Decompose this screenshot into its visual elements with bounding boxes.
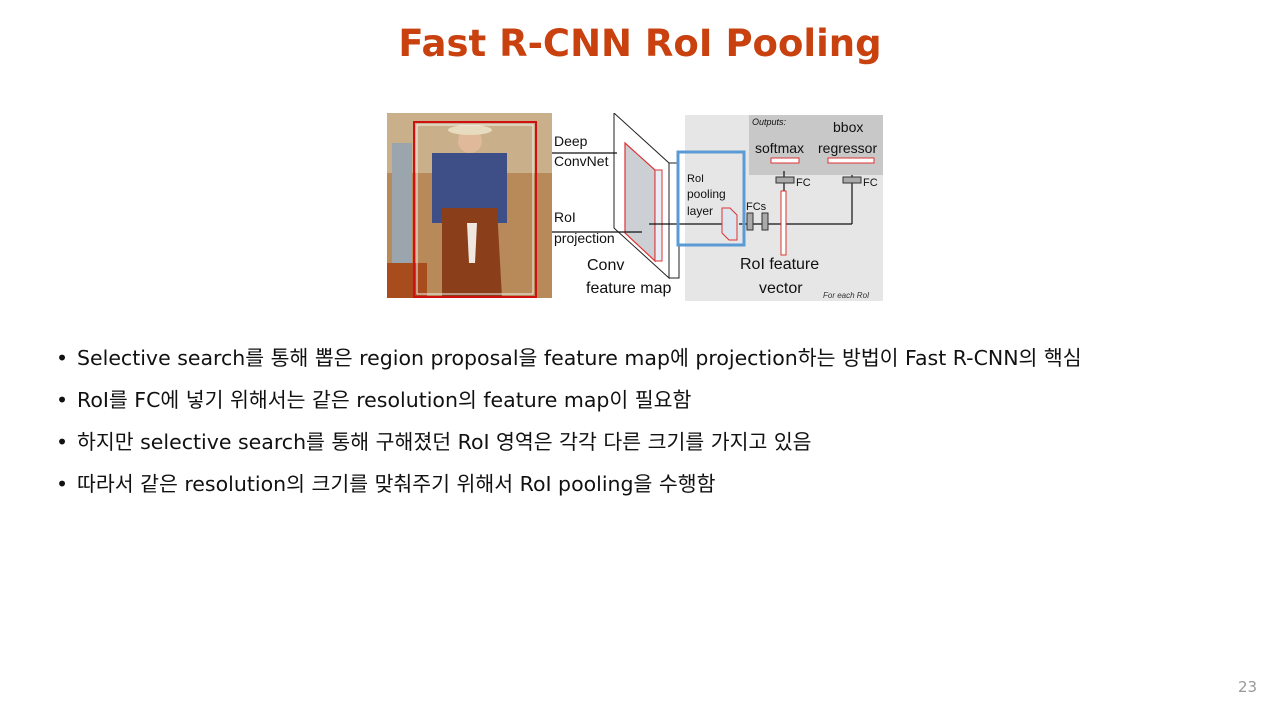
label-bbox: bbox	[833, 119, 863, 135]
label-layer: layer	[687, 204, 713, 218]
bbox-output	[827, 157, 875, 164]
fc-layer	[761, 212, 769, 231]
fc-layer	[746, 212, 754, 231]
label-roi-feature: RoI feature	[740, 256, 819, 273]
fc-softmax	[775, 176, 795, 184]
bullet-item: • RoI를 FC에 넣기 위해서는 같은 resolution의 feature…	[52, 382, 1082, 424]
bullet-dot: •	[56, 430, 69, 454]
fc-bbox	[842, 176, 862, 184]
label-feature-map: feature map	[586, 280, 671, 297]
label-pooling: pooling	[687, 187, 726, 201]
roi-feature-vector	[780, 190, 787, 256]
label-fc: FC	[796, 177, 811, 189]
bullet-text: 하지만 selective search를 통해 구해졌던 RoI 영역은 각각…	[77, 430, 812, 454]
bullet-item: • 따라서 같은 resolution의 크기를 맞춰주기 위해서 RoI poo…	[52, 466, 1082, 508]
label-fcs: FCs	[746, 201, 767, 213]
pooled-feature	[721, 207, 738, 241]
label-fc: FC	[863, 177, 878, 189]
bullet-text: Selective search를 통해 뽑은 region proposal을…	[77, 346, 1082, 370]
label-outputs: Outputs:	[752, 117, 787, 127]
label-for-each-roi: For each RoI	[823, 291, 870, 300]
page-number: 23	[1238, 678, 1258, 696]
roi-pooling-highlight	[676, 150, 746, 247]
label-softmax: softmax	[755, 140, 804, 156]
softmax-output	[770, 157, 800, 164]
input-photo	[387, 113, 552, 298]
label-projection: projection	[554, 230, 615, 246]
bullet-text: RoI를 FC에 넣기 위해서는 같은 resolution의 feature …	[77, 388, 692, 412]
fast-rcnn-diagram: Deep ConvNet RoI projection Conv feature…	[387, 113, 883, 301]
bullet-dot: •	[56, 472, 69, 496]
bullet-list: • Selective search를 통해 뽑은 region proposal…	[52, 340, 1082, 508]
label-deep: Deep	[554, 133, 588, 149]
label-regressor: regressor	[818, 140, 877, 156]
label-roi-pool: RoI	[687, 173, 704, 185]
label-roi: RoI	[554, 209, 576, 225]
bullet-item: • 하지만 selective search를 통해 구해졌던 RoI 영역은 각…	[52, 424, 1082, 466]
conv-feature-map	[613, 113, 680, 280]
bullet-text: 따라서 같은 resolution의 크기를 맞춰주기 위해서 RoI pool…	[77, 472, 716, 496]
bullet-item: • Selective search를 통해 뽑은 region proposal…	[52, 340, 1082, 382]
label-convnet: ConvNet	[554, 153, 609, 169]
label-conv: Conv	[587, 257, 624, 274]
outputs-panel	[749, 115, 883, 175]
label-vector: vector	[759, 280, 803, 297]
bullet-dot: •	[56, 388, 69, 412]
bullet-dot: •	[56, 346, 69, 370]
slide-title: Fast R-CNN RoI Pooling	[398, 22, 882, 65]
